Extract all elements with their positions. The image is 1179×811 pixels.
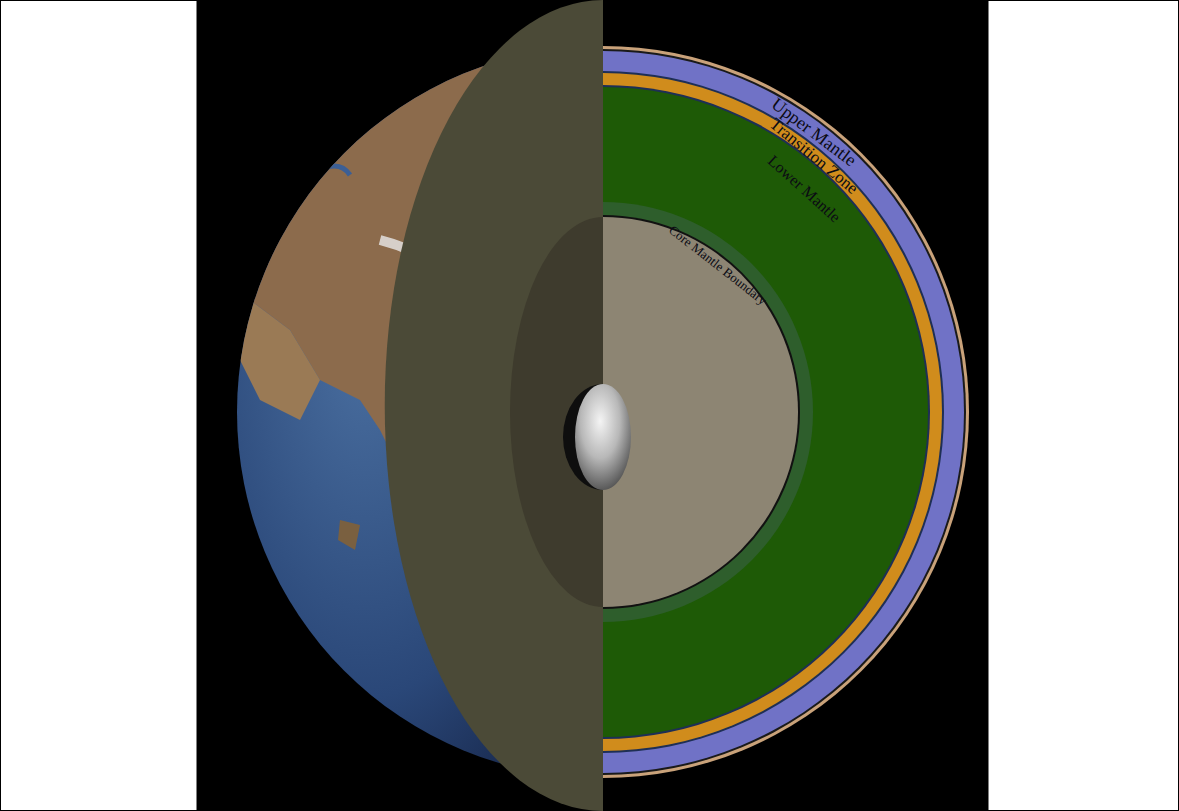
cut-plane [385,0,603,811]
boundary-line [603,215,800,609]
boundary-line [603,85,930,739]
frame-line [197,0,198,811]
lower-mantle-band [603,87,928,737]
core-mantle-boundary-band [603,202,813,622]
upper-mantle-band [603,51,964,773]
transition-zone-band [603,73,942,751]
frame-line [988,0,989,811]
crust-layer [603,46,969,778]
inner-core [575,384,631,490]
black-panel [197,1,988,810]
boundary-line [603,71,944,753]
outer-core [603,217,798,607]
crust-boundary [603,49,966,775]
